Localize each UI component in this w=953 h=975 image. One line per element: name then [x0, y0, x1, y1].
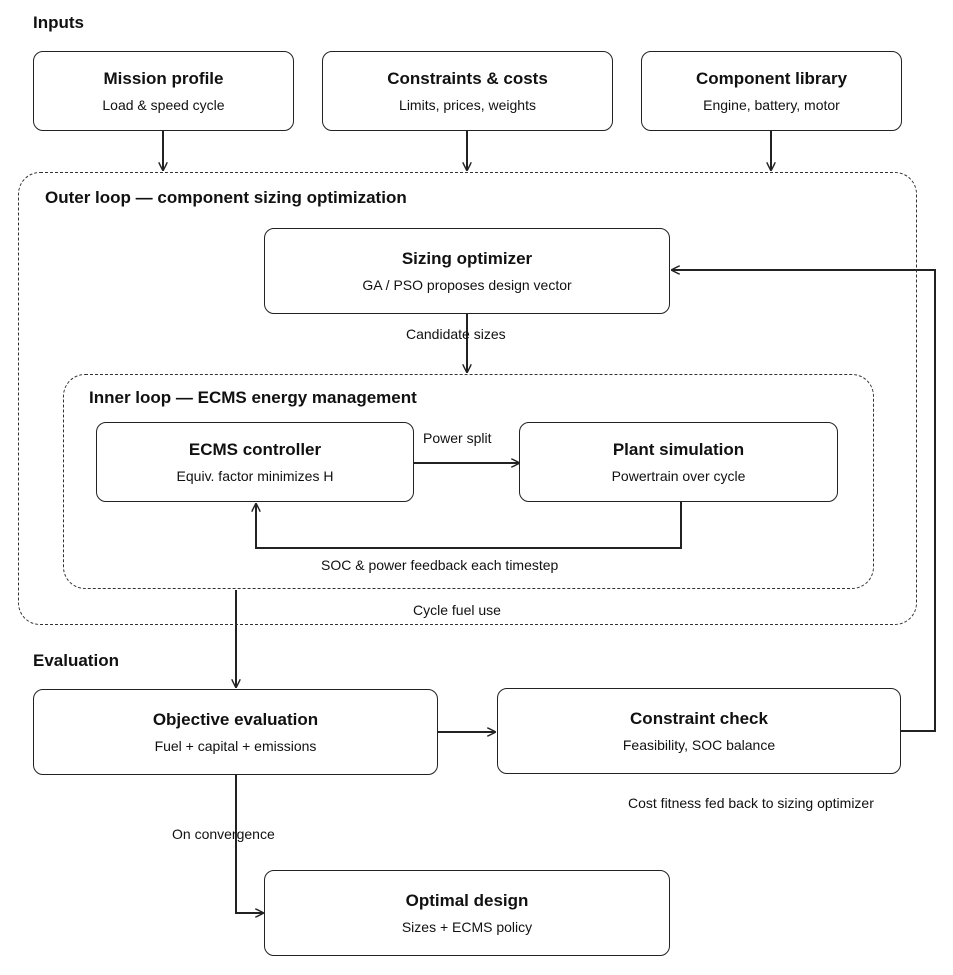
inner-loop-title: Inner loop — ECMS energy management	[89, 388, 417, 407]
plant-simulation-box: Plant simulation Powertrain over cycle	[519, 422, 838, 502]
constraints-costs-subtitle: Limits, prices, weights	[399, 96, 536, 113]
plant-simulation-title: Plant simulation	[612, 439, 745, 459]
label-cycle-fuel-use: Cycle fuel use	[413, 602, 501, 618]
outer-loop-group	[18, 172, 917, 625]
inner-loop-group	[63, 374, 874, 589]
component-library-subtitle: Engine, battery, motor	[703, 96, 840, 113]
ecms-controller-box: ECMS controller Equiv. factor minimizes …	[96, 422, 414, 502]
objective-evaluation-box: Objective evaluation Fuel + capital + em…	[33, 689, 438, 775]
component-library-title: Component library	[695, 68, 848, 88]
arrow-to-optimal	[235, 775, 263, 913]
optimal-design-subtitle: Sizes + ECMS policy	[401, 918, 533, 935]
outer-loop-title: Outer loop — component sizing optimizati…	[45, 188, 407, 207]
optimal-design-title: Optimal design	[405, 890, 529, 910]
mission-profile-subtitle: Load & speed cycle	[102, 96, 225, 113]
ecms-controller-subtitle: Equiv. factor minimizes H	[176, 467, 334, 484]
constraint-check-subtitle: Feasibility, SOC balance	[622, 736, 776, 753]
objective-evaluation-title: Objective evaluation	[152, 709, 319, 729]
optimal-design-box: Optimal design Sizes + ECMS policy	[264, 870, 670, 956]
constraint-check-box: Constraint check Feasibility, SOC balanc…	[497, 688, 901, 774]
label-power-split: Power split	[423, 430, 492, 446]
component-library-box: Component library Engine, battery, motor	[641, 51, 902, 131]
objective-evaluation-subtitle: Fuel + capital + emissions	[154, 737, 317, 754]
constraints-costs-box: Constraints & costs Limits, prices, weig…	[322, 51, 613, 131]
label-on-convergence: On convergence	[172, 826, 275, 842]
constraints-costs-title: Constraints & costs	[387, 68, 548, 88]
sizing-optimizer-title: Sizing optimizer	[401, 248, 533, 268]
arrow-soc-feedback	[256, 502, 682, 549]
mission-profile-title: Mission profile	[103, 68, 224, 88]
ecms-controller-title: ECMS controller	[188, 439, 322, 459]
section-evaluation: Evaluation	[33, 651, 119, 670]
label-cost-fitness: Cost fitness fed back to sizing optimize…	[628, 795, 874, 811]
label-soc-feedback: SOC & power feedback each timestep	[321, 557, 559, 573]
section-inputs: Inputs	[33, 13, 84, 32]
sizing-optimizer-box: Sizing optimizer GA / PSO proposes desig…	[264, 228, 670, 314]
sizing-optimizer-subtitle: GA / PSO proposes design vector	[362, 276, 572, 293]
mission-profile-box: Mission profile Load & speed cycle	[33, 51, 294, 131]
constraint-check-title: Constraint check	[630, 708, 768, 728]
arrow-cost-feedback	[672, 270, 936, 732]
label-candidate-sizes: Candidate sizes	[406, 326, 506, 342]
plant-simulation-subtitle: Powertrain over cycle	[611, 467, 746, 484]
